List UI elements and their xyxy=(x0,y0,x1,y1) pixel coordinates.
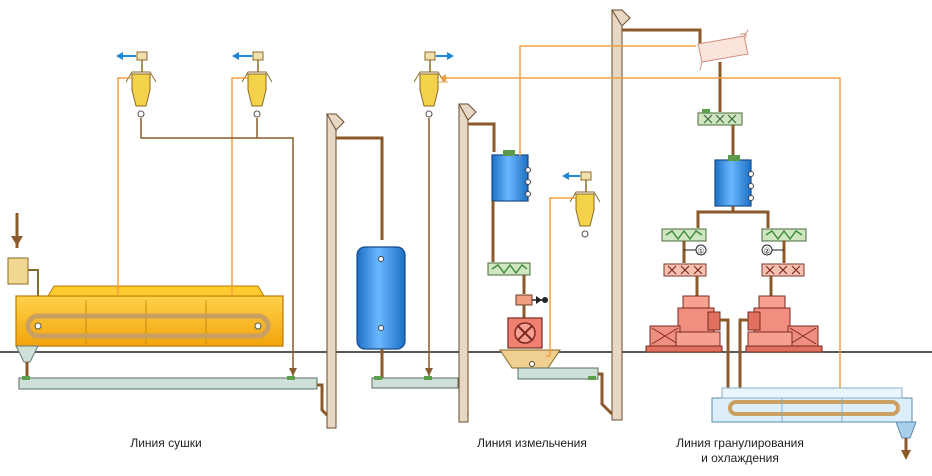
drying-line-caption: Линия сушки xyxy=(130,436,202,450)
elevator-3 xyxy=(611,9,702,421)
cooler-outlet xyxy=(895,421,917,439)
grinding-line xyxy=(413,51,614,423)
bin-conveyor xyxy=(371,377,459,389)
exhaust-arrow-icon xyxy=(562,172,569,180)
cyclone-2 xyxy=(232,51,273,118)
fan-icon xyxy=(252,51,264,61)
drying-conveyor xyxy=(18,377,318,390)
fan-icon xyxy=(136,51,148,61)
dryer-outlet xyxy=(15,345,39,363)
granulation-line-caption: Линия гранулирования и охлаждения xyxy=(640,436,840,466)
press-marker-right: ② xyxy=(763,247,770,256)
dryer-belt xyxy=(25,313,271,339)
drying-line xyxy=(7,51,332,420)
elevator-1 xyxy=(326,113,384,429)
air-line xyxy=(231,77,248,296)
air-line xyxy=(519,45,696,156)
granulation-caption-line-2: и охлаждения xyxy=(701,451,779,465)
output-arrow-icon xyxy=(901,450,911,460)
grinding-conveyor xyxy=(517,367,599,380)
pellet-press-left xyxy=(645,295,723,353)
grinding-bin xyxy=(491,154,529,202)
cooler-belt xyxy=(728,400,900,416)
storage-bin xyxy=(356,246,470,418)
grinding-line-caption: Линия измельчения xyxy=(477,436,587,450)
feed-hopper xyxy=(7,257,29,285)
granulation-line: ① ② xyxy=(645,29,917,460)
air-line xyxy=(760,77,841,388)
raw-feed-arrow-icon xyxy=(11,236,23,246)
magnet-separator xyxy=(515,294,533,306)
fan-icon xyxy=(580,171,592,181)
exhaust-arrow-icon xyxy=(232,52,239,60)
elevator-2 xyxy=(458,103,469,423)
top-sieve xyxy=(697,35,749,63)
cyclone-1 xyxy=(116,51,157,118)
granulation-caption-line-1: Линия гранулирования xyxy=(676,436,804,450)
buffer-bin xyxy=(714,159,752,207)
air-line xyxy=(546,197,576,357)
press-marker-left: ① xyxy=(697,247,704,256)
air-line xyxy=(117,77,132,296)
pellet-press-right xyxy=(745,295,823,353)
cyclone-3 xyxy=(413,51,454,118)
screw-feeder xyxy=(487,262,531,276)
exhaust-arrow-icon xyxy=(116,52,123,60)
exhaust-arrow-icon xyxy=(447,52,454,60)
fines-line xyxy=(140,118,294,376)
cyclone-4 xyxy=(562,171,601,238)
fan-icon xyxy=(424,51,436,61)
dryer-cover xyxy=(47,285,265,297)
